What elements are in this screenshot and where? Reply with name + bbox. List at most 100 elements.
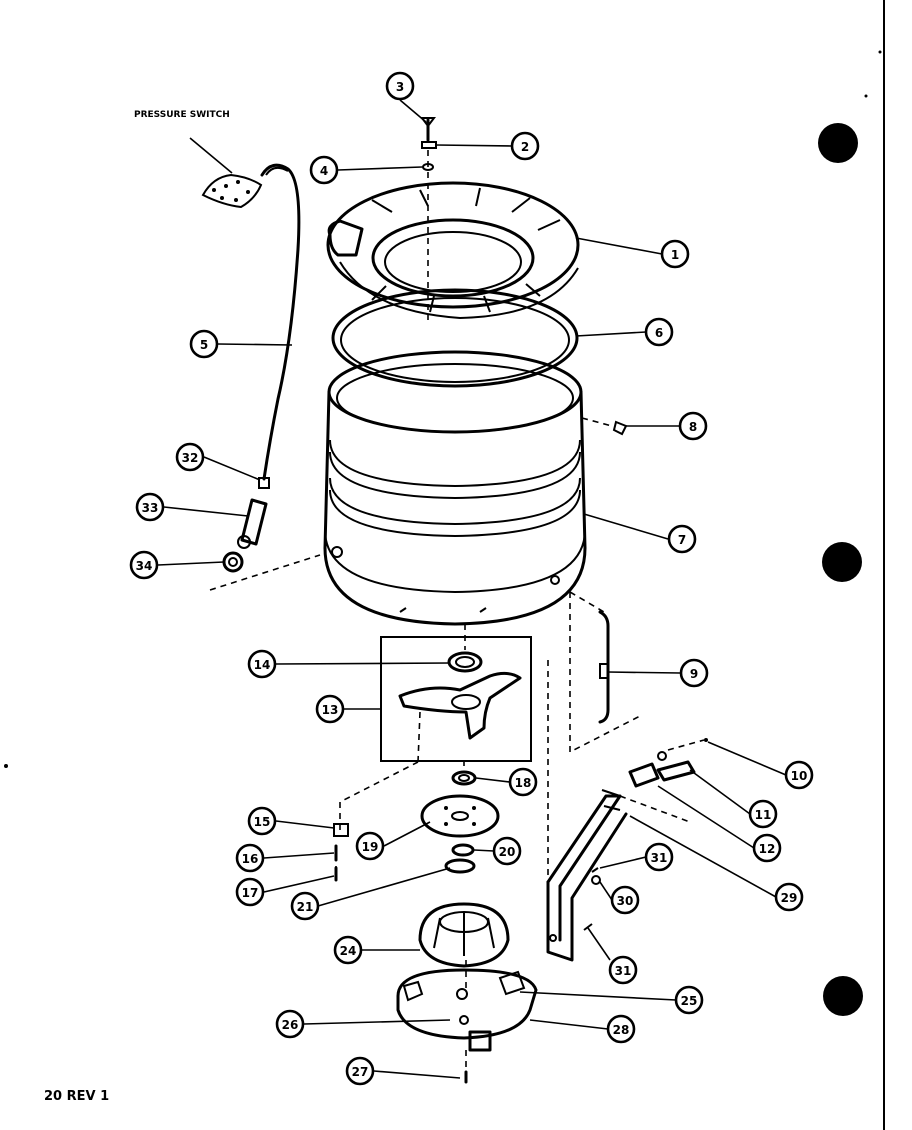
callout-26: 26 bbox=[275, 1009, 305, 1039]
brake-disc bbox=[420, 794, 500, 838]
callout-number: 11 bbox=[755, 808, 772, 822]
bearing bbox=[451, 770, 477, 786]
callout-31: 31 bbox=[644, 842, 674, 872]
pressure-hose bbox=[260, 163, 301, 481]
tub-cover bbox=[326, 181, 580, 320]
callout-circle bbox=[492, 836, 522, 866]
base-housing bbox=[396, 968, 538, 1052]
callout-number: 20 bbox=[499, 845, 516, 859]
callout-circle bbox=[774, 882, 804, 912]
callout-circle bbox=[606, 1014, 636, 1044]
callout-number: 27 bbox=[352, 1065, 369, 1079]
callout-circle bbox=[235, 877, 265, 907]
callout-6: 6 bbox=[644, 317, 674, 347]
callout-number: 2 bbox=[521, 140, 529, 154]
bolt-parts bbox=[333, 823, 349, 882]
callout-number: 32 bbox=[182, 451, 199, 465]
callout-number: 15 bbox=[254, 815, 271, 829]
callout-13: 13 bbox=[315, 694, 345, 724]
callout-10: 10 bbox=[784, 760, 814, 790]
callout-number: 9 bbox=[690, 667, 698, 681]
callout-circle bbox=[247, 649, 277, 679]
outer-tub bbox=[323, 350, 587, 626]
callout-number: 24 bbox=[340, 944, 357, 958]
callout-2: 2 bbox=[510, 131, 540, 161]
callout-25: 25 bbox=[674, 985, 704, 1015]
callout-circle bbox=[678, 411, 708, 441]
callout-circle bbox=[608, 955, 638, 985]
callout-19: 19 bbox=[355, 831, 385, 861]
footer-label: 20 REV 1 bbox=[44, 1089, 109, 1104]
callout-number: 34 bbox=[136, 559, 153, 573]
callout-3: 3 bbox=[385, 71, 415, 101]
callout-number: 6 bbox=[655, 326, 663, 340]
callout-circle bbox=[275, 1009, 305, 1039]
callout-circle bbox=[679, 658, 709, 688]
callout-number: 31 bbox=[651, 851, 668, 865]
callout-circle bbox=[644, 842, 674, 872]
callout-31: 31 bbox=[608, 955, 638, 985]
callout-number: 30 bbox=[617, 894, 634, 908]
binder-hole-bottom bbox=[823, 976, 863, 1016]
callout-12: 12 bbox=[752, 833, 782, 863]
callout-circle bbox=[290, 891, 320, 921]
grommet bbox=[222, 551, 244, 573]
pressure-switch-label: PRESSURE SWITCH bbox=[134, 110, 230, 120]
callout-circle bbox=[510, 131, 540, 161]
callout-number: 21 bbox=[297, 900, 314, 914]
callout-33: 33 bbox=[135, 492, 165, 522]
callout-number: 33 bbox=[142, 501, 159, 515]
callout-number: 3 bbox=[396, 80, 404, 94]
callout-17: 17 bbox=[235, 877, 265, 907]
tub-support-spider bbox=[398, 671, 522, 740]
callout-circle bbox=[315, 694, 345, 724]
callout-11: 11 bbox=[748, 799, 778, 829]
callout-21: 21 bbox=[290, 891, 320, 921]
callout-number: 28 bbox=[613, 1023, 630, 1037]
callout-number: 1 bbox=[671, 248, 679, 262]
seal bbox=[447, 651, 483, 673]
callout-circle bbox=[644, 317, 674, 347]
hose-clamp bbox=[258, 477, 270, 489]
binder-hole-top bbox=[818, 123, 858, 163]
leader-lines bbox=[157, 99, 787, 1079]
callout-15: 15 bbox=[247, 806, 277, 836]
callout-24: 24 bbox=[333, 935, 363, 965]
callout-circle bbox=[135, 492, 165, 522]
callout-circle bbox=[355, 831, 385, 861]
callout-27: 27 bbox=[345, 1056, 375, 1086]
tub-plug bbox=[612, 420, 628, 436]
leg-rivet bbox=[591, 867, 599, 873]
callout-number: 29 bbox=[781, 891, 798, 905]
callout-14: 14 bbox=[247, 649, 277, 679]
callout-circle bbox=[129, 550, 159, 580]
callout-number: 10 bbox=[791, 769, 808, 783]
callout-32: 32 bbox=[175, 442, 205, 472]
pressure-switch bbox=[189, 137, 263, 209]
callout-1: 1 bbox=[660, 239, 690, 269]
callout-number: 7 bbox=[678, 533, 686, 547]
callout-circle bbox=[660, 239, 690, 269]
callout-5: 5 bbox=[189, 329, 219, 359]
callout-circle bbox=[235, 843, 265, 873]
frame-bracket bbox=[598, 610, 610, 724]
callout-number: 18 bbox=[515, 776, 532, 790]
callout-number: 5 bbox=[200, 338, 208, 352]
callout-number: 14 bbox=[254, 658, 271, 672]
callout-circle bbox=[667, 524, 697, 554]
callout-number: 17 bbox=[242, 886, 259, 900]
tub-gasket bbox=[331, 288, 579, 388]
callout-circle bbox=[175, 442, 205, 472]
callout-number: 4 bbox=[320, 164, 328, 178]
callout-29: 29 bbox=[774, 882, 804, 912]
callout-7: 7 bbox=[667, 524, 697, 554]
callout-number: 8 bbox=[689, 420, 697, 434]
callout-9: 9 bbox=[679, 658, 709, 688]
callout-20: 20 bbox=[492, 836, 522, 866]
screw bbox=[420, 117, 436, 142]
callout-number: 31 bbox=[615, 964, 632, 978]
suspension-leg bbox=[546, 789, 628, 962]
callout-34: 34 bbox=[129, 550, 159, 580]
callout-circle bbox=[610, 885, 640, 915]
